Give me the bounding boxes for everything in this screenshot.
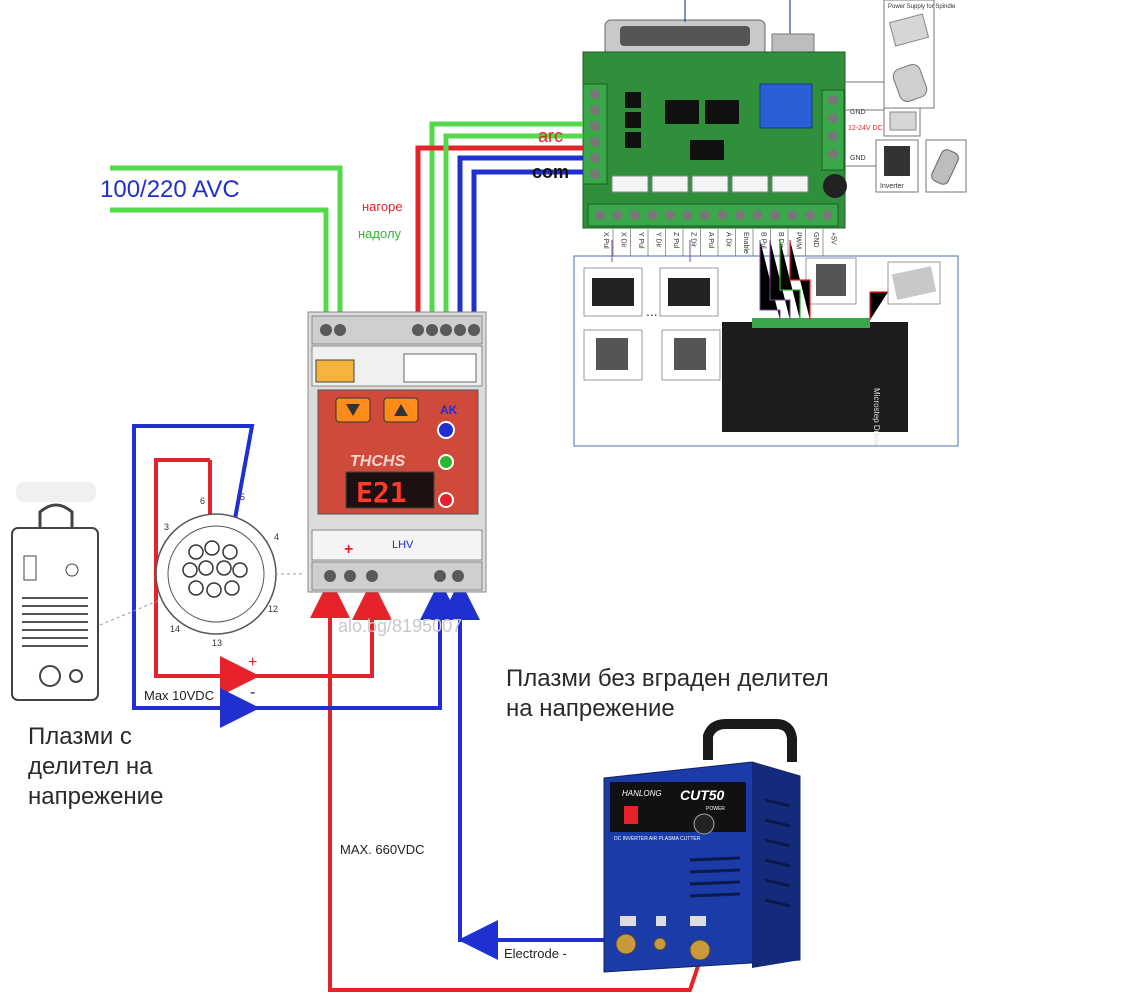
mode-label: AK bbox=[440, 403, 458, 417]
down-led bbox=[438, 492, 454, 508]
ellipsis-label: ... bbox=[646, 303, 658, 319]
motor-driver-panel: ... Microstep Driver bbox=[573, 240, 959, 447]
pin-label: X Dir bbox=[620, 232, 627, 248]
up-label: нагоре bbox=[362, 199, 403, 214]
with-divider-line-1: Плазми с bbox=[28, 723, 132, 750]
mode-knob[interactable] bbox=[437, 421, 455, 439]
pin-label: Z Dir bbox=[690, 232, 697, 248]
dc-label: 12-24V DC bbox=[848, 125, 883, 132]
wires bbox=[110, 121, 702, 992]
work-socket bbox=[689, 939, 711, 961]
supply-voltage-label: 100/220 AVC bbox=[100, 176, 240, 203]
display-code: E21 bbox=[356, 476, 407, 509]
without-divider-line-1: Плазми без вграден делител bbox=[506, 665, 829, 692]
supply-wire-1 bbox=[110, 165, 343, 318]
pin-label: Y Pul bbox=[637, 232, 644, 249]
com-wire bbox=[471, 169, 583, 318]
thc-controller: AK THCHS E21 + LHV bbox=[307, 311, 487, 593]
pin-6: 6 bbox=[200, 496, 205, 506]
pin-label: B Pul bbox=[760, 232, 767, 249]
terminal-screw bbox=[612, 210, 623, 220]
terminal-screw bbox=[682, 210, 693, 220]
pin-3: 3 bbox=[164, 522, 169, 532]
minus-sign-label: - bbox=[250, 684, 256, 701]
pin-4: 4 bbox=[274, 532, 279, 542]
terminal-screw bbox=[805, 210, 815, 220]
terminal-screw bbox=[700, 210, 710, 220]
plasma-with-divider bbox=[11, 482, 99, 701]
negative-wire-10v bbox=[132, 424, 442, 710]
pin-label: +5V bbox=[830, 232, 837, 245]
spindle-peripherals: Power Supply for Spindle 12-24V DC GND G… bbox=[845, 0, 967, 193]
with-divider-line-3: напрежение bbox=[28, 783, 164, 810]
cutter-subtitle: DC INVERTER AIR PLASMA CUTTER bbox=[614, 836, 701, 842]
plasma-connector: 6 5 3 4 12 13 14 bbox=[99, 492, 305, 648]
without-divider-title: Плазми без вграден делител на напрежение bbox=[506, 664, 829, 724]
arc-wire bbox=[457, 155, 583, 318]
max-10v-label: Max 10VDC bbox=[144, 688, 215, 703]
pin-label: GND bbox=[812, 232, 819, 248]
inverter-label: Inverter bbox=[880, 183, 904, 190]
supply-wire-2 bbox=[110, 207, 329, 318]
electrode-label: Electrode - bbox=[504, 946, 567, 961]
terminal-screw bbox=[770, 210, 780, 220]
terminal-screw bbox=[822, 210, 833, 220]
pin-12: 12 bbox=[268, 604, 278, 614]
pin-label: Y Dir bbox=[655, 232, 662, 248]
cutter-brand: HANLONG bbox=[622, 789, 662, 798]
positive-wire-10v bbox=[154, 458, 374, 678]
watermark: alo.bg/8195007 bbox=[338, 616, 463, 636]
terminal-screw bbox=[647, 210, 658, 220]
pin-label: Z Pul bbox=[672, 232, 679, 249]
plus-sign-label: + bbox=[248, 654, 258, 671]
terminal-screw bbox=[717, 210, 728, 220]
electrode-wire bbox=[458, 600, 620, 942]
pin-label: X Pul bbox=[602, 232, 609, 249]
terminal-screw bbox=[630, 210, 640, 220]
terminal-screw bbox=[595, 210, 605, 220]
terminal-screw bbox=[735, 210, 745, 220]
gnd-label-2: GND bbox=[850, 155, 866, 162]
breakout-board: X Pul X Dir Y Pul Y Dir Z Pul Z Dir A Pul A Dir… bbox=[582, 0, 847, 256]
microstep-driver-label: Microstep Driver bbox=[872, 388, 881, 447]
terminal-screw bbox=[787, 210, 798, 220]
down-signal-wire bbox=[429, 121, 583, 318]
pin-label: A Dir bbox=[725, 232, 732, 248]
microstep-driver bbox=[722, 322, 908, 432]
bottom-label: LHV bbox=[392, 539, 414, 551]
with-divider-title: Плазми с делител на напрежение bbox=[28, 722, 163, 812]
terminal-screw bbox=[752, 210, 763, 220]
current-knob[interactable] bbox=[693, 813, 715, 835]
with-divider-line-2: делител на bbox=[28, 753, 153, 780]
pin-5: 5 bbox=[240, 492, 245, 502]
pin-label: A Pul bbox=[707, 232, 714, 249]
cutter-power: POWER bbox=[706, 806, 725, 812]
up-signal-wire bbox=[443, 133, 583, 318]
pin-label: PWM bbox=[795, 232, 802, 249]
cutter-model: CUT50 bbox=[680, 787, 725, 803]
gas-socket bbox=[653, 937, 667, 951]
power-supply-label: Power Supply for Spindle bbox=[888, 4, 956, 10]
pin-13: 13 bbox=[212, 638, 222, 648]
plus-marker: + bbox=[344, 541, 353, 558]
arc-label: arc bbox=[538, 126, 564, 146]
gnd-label: GND bbox=[850, 109, 866, 116]
terminal-screw bbox=[665, 210, 675, 220]
led-display bbox=[345, 471, 435, 509]
without-divider-line-2: на напрежение bbox=[506, 695, 675, 722]
electrode-socket bbox=[615, 933, 637, 955]
pin-label: Enable bbox=[742, 232, 749, 254]
max-660v-label: MAX. 660VDC bbox=[340, 842, 425, 857]
positive-wire-660v bbox=[328, 620, 702, 992]
relay bbox=[759, 83, 813, 129]
down-label: надолу bbox=[358, 226, 402, 241]
com-label: com bbox=[532, 162, 570, 182]
power-switch[interactable] bbox=[624, 806, 638, 824]
plasma-cutter-cut50: HANLONG CUT50 POWER DC INVERTER AIR PLAS… bbox=[603, 719, 801, 973]
pin-14: 14 bbox=[170, 624, 180, 634]
down-signal-wire-2 bbox=[415, 145, 583, 318]
brand-label: THCHS bbox=[350, 453, 405, 470]
up-led bbox=[438, 454, 454, 470]
